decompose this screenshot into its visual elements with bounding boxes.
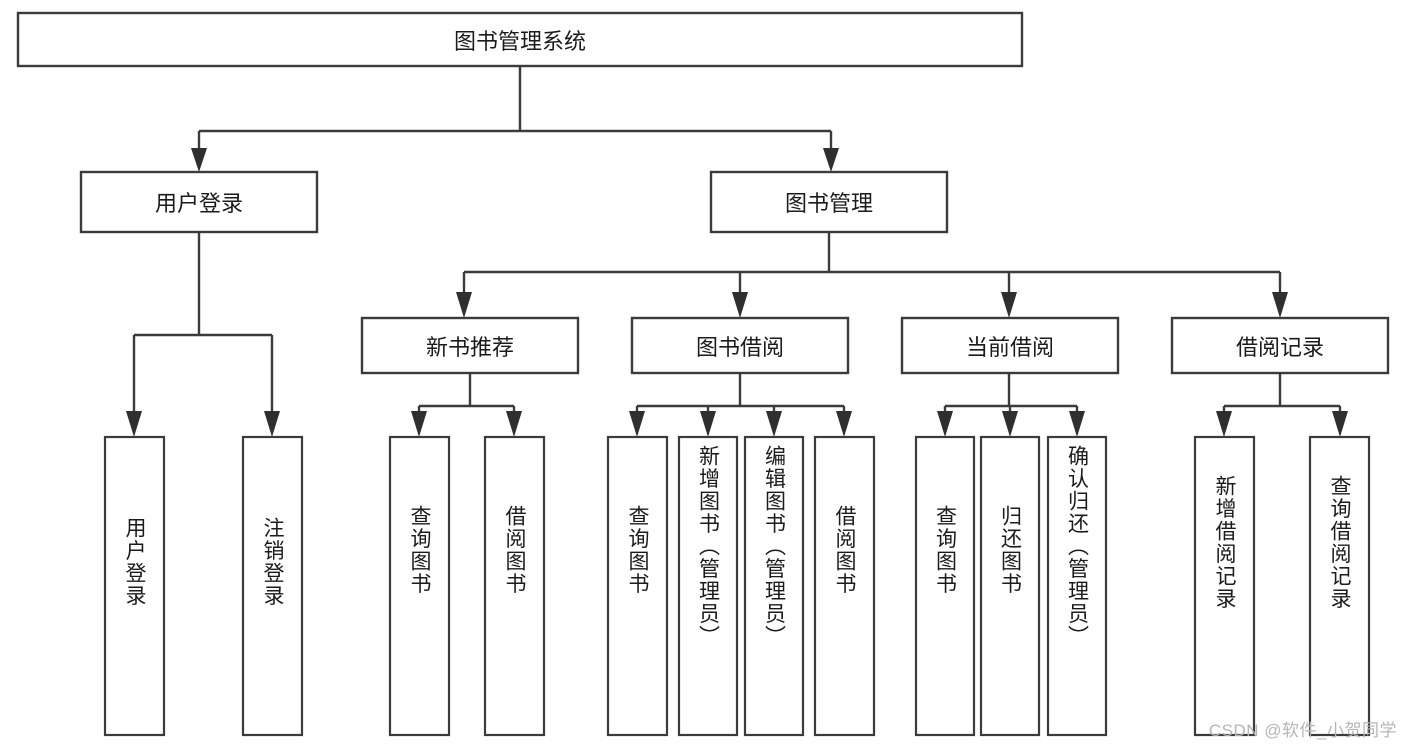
arrow-head-icon — [126, 411, 142, 437]
csdn-watermark: CSDN @软件_小贺同学 — [1208, 721, 1397, 740]
arrow-head-icon — [1069, 411, 1085, 437]
node-leaf-add-book[interactable] — [677, 435, 739, 737]
arrow-head-icon — [1002, 411, 1018, 437]
arrow-head-icon — [732, 292, 748, 318]
node-book-management[interactable] — [709, 170, 949, 234]
node-leaf-edit-book[interactable] — [743, 435, 805, 737]
node-root-book-management-system[interactable] — [16, 11, 1024, 68]
node-leaf-borrow-book-2[interactable] — [813, 435, 876, 737]
connector-user-login-to-leaves — [126, 232, 280, 437]
arrow-head-icon — [1216, 411, 1232, 437]
connector-root-to-level2 — [191, 66, 839, 172]
arrow-head-icon — [937, 411, 953, 437]
node-leaf-return-book[interactable] — [979, 435, 1041, 737]
arrow-head-icon — [411, 411, 427, 437]
arrow-head-icon — [264, 411, 280, 437]
node-leaf-query-record[interactable] — [1308, 435, 1371, 737]
arrow-head-icon — [836, 411, 852, 437]
arrow-head-icon — [506, 411, 522, 437]
connector-book-borrow-to-leaves — [629, 373, 852, 437]
arrow-head-icon — [191, 148, 207, 172]
arrow-head-icon — [1272, 292, 1288, 318]
arrow-head-icon — [766, 411, 782, 437]
node-leaf-query-book-1[interactable] — [388, 435, 451, 737]
node-borrow-record[interactable] — [1170, 316, 1390, 375]
node-user-login[interactable] — [79, 170, 319, 234]
node-leaf-confirm-return[interactable] — [1046, 435, 1108, 737]
node-leaf-add-record[interactable] — [1193, 435, 1256, 737]
node-book-borrow[interactable] — [630, 316, 850, 375]
arrow-head-icon — [456, 292, 472, 318]
node-current-borrow[interactable] — [900, 316, 1120, 375]
node-leaf-user-login[interactable] — [103, 435, 166, 737]
arrow-head-icon — [823, 148, 839, 172]
arrow-head-icon — [700, 411, 716, 437]
arrow-head-icon — [1332, 411, 1348, 437]
arrow-head-icon — [1001, 292, 1017, 318]
connector-current-borrow-to-leaves — [937, 373, 1085, 437]
node-leaf-query-book-2[interactable] — [606, 435, 669, 737]
connector-book-management-to-level3 — [456, 232, 1288, 318]
node-leaf-borrow-book-1[interactable] — [483, 435, 546, 737]
connector-new-book-recommend-to-leaves — [411, 373, 522, 437]
node-new-book-recommend[interactable] — [360, 316, 580, 375]
connector-borrow-record-to-leaves — [1216, 373, 1348, 437]
node-leaf-logout-login[interactable] — [241, 435, 304, 737]
arrow-head-icon — [629, 411, 645, 437]
node-leaf-query-book-3[interactable] — [914, 435, 976, 737]
